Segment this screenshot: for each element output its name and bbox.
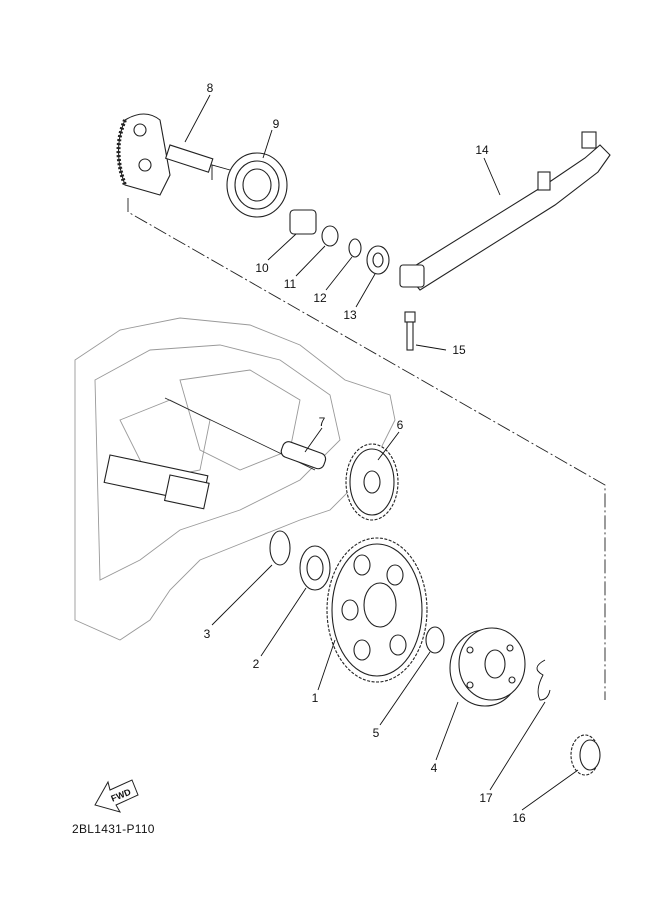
clip-part-17 — [536, 659, 551, 701]
callout-8: 8 — [207, 81, 214, 95]
washer-part-11 — [321, 225, 339, 247]
kick-spring-part-9 — [211, 152, 288, 218]
callout-13: 13 — [343, 308, 357, 322]
callout-6: 6 — [397, 418, 404, 432]
callout-14: 14 — [475, 143, 489, 157]
alignment-dashed-line — [127, 198, 606, 700]
callout-9: 9 — [273, 117, 280, 131]
kick-gear-part-1 — [326, 537, 428, 683]
circlip-part-3 — [269, 530, 291, 566]
callout-10: 10 — [255, 261, 269, 275]
bushing-part-10 — [289, 209, 317, 235]
oil-seal-part-13 — [366, 245, 390, 275]
kick-shaft-part-8 — [116, 113, 214, 196]
pin-part-7 — [280, 441, 327, 470]
callout-3: 3 — [204, 627, 211, 641]
leader-lines — [184, 94, 579, 811]
diagram-code: 2BL1431-P110 — [72, 822, 155, 836]
callout-2: 2 — [253, 657, 260, 671]
callout-5: 5 — [373, 726, 380, 740]
fwd-arrow-icon: FWD — [94, 779, 139, 813]
bolt-part-15 — [404, 311, 416, 351]
callout-15: 15 — [452, 343, 466, 357]
callout-4: 4 — [431, 761, 438, 775]
shaft — [103, 454, 210, 510]
callout-11: 11 — [284, 277, 297, 291]
callout-16: 16 — [512, 811, 526, 825]
callout-1: 1 — [312, 691, 319, 705]
idle-gear-part-6 — [345, 443, 399, 521]
ratchet-part-4 — [449, 627, 526, 707]
callout-12: 12 — [313, 291, 327, 305]
washer-part-5 — [425, 626, 445, 654]
kick-lever-part-14 — [399, 131, 611, 291]
callout-7: 7 — [319, 415, 326, 429]
bearing-part-2 — [299, 545, 331, 591]
pinion-part-16 — [570, 734, 601, 776]
callout-labels: 8 9 10 11 12 13 14 15 7 6 3 2 1 5 4 17 1… — [204, 81, 526, 825]
circlip-part-12 — [348, 238, 362, 258]
callout-17: 17 — [479, 791, 493, 805]
